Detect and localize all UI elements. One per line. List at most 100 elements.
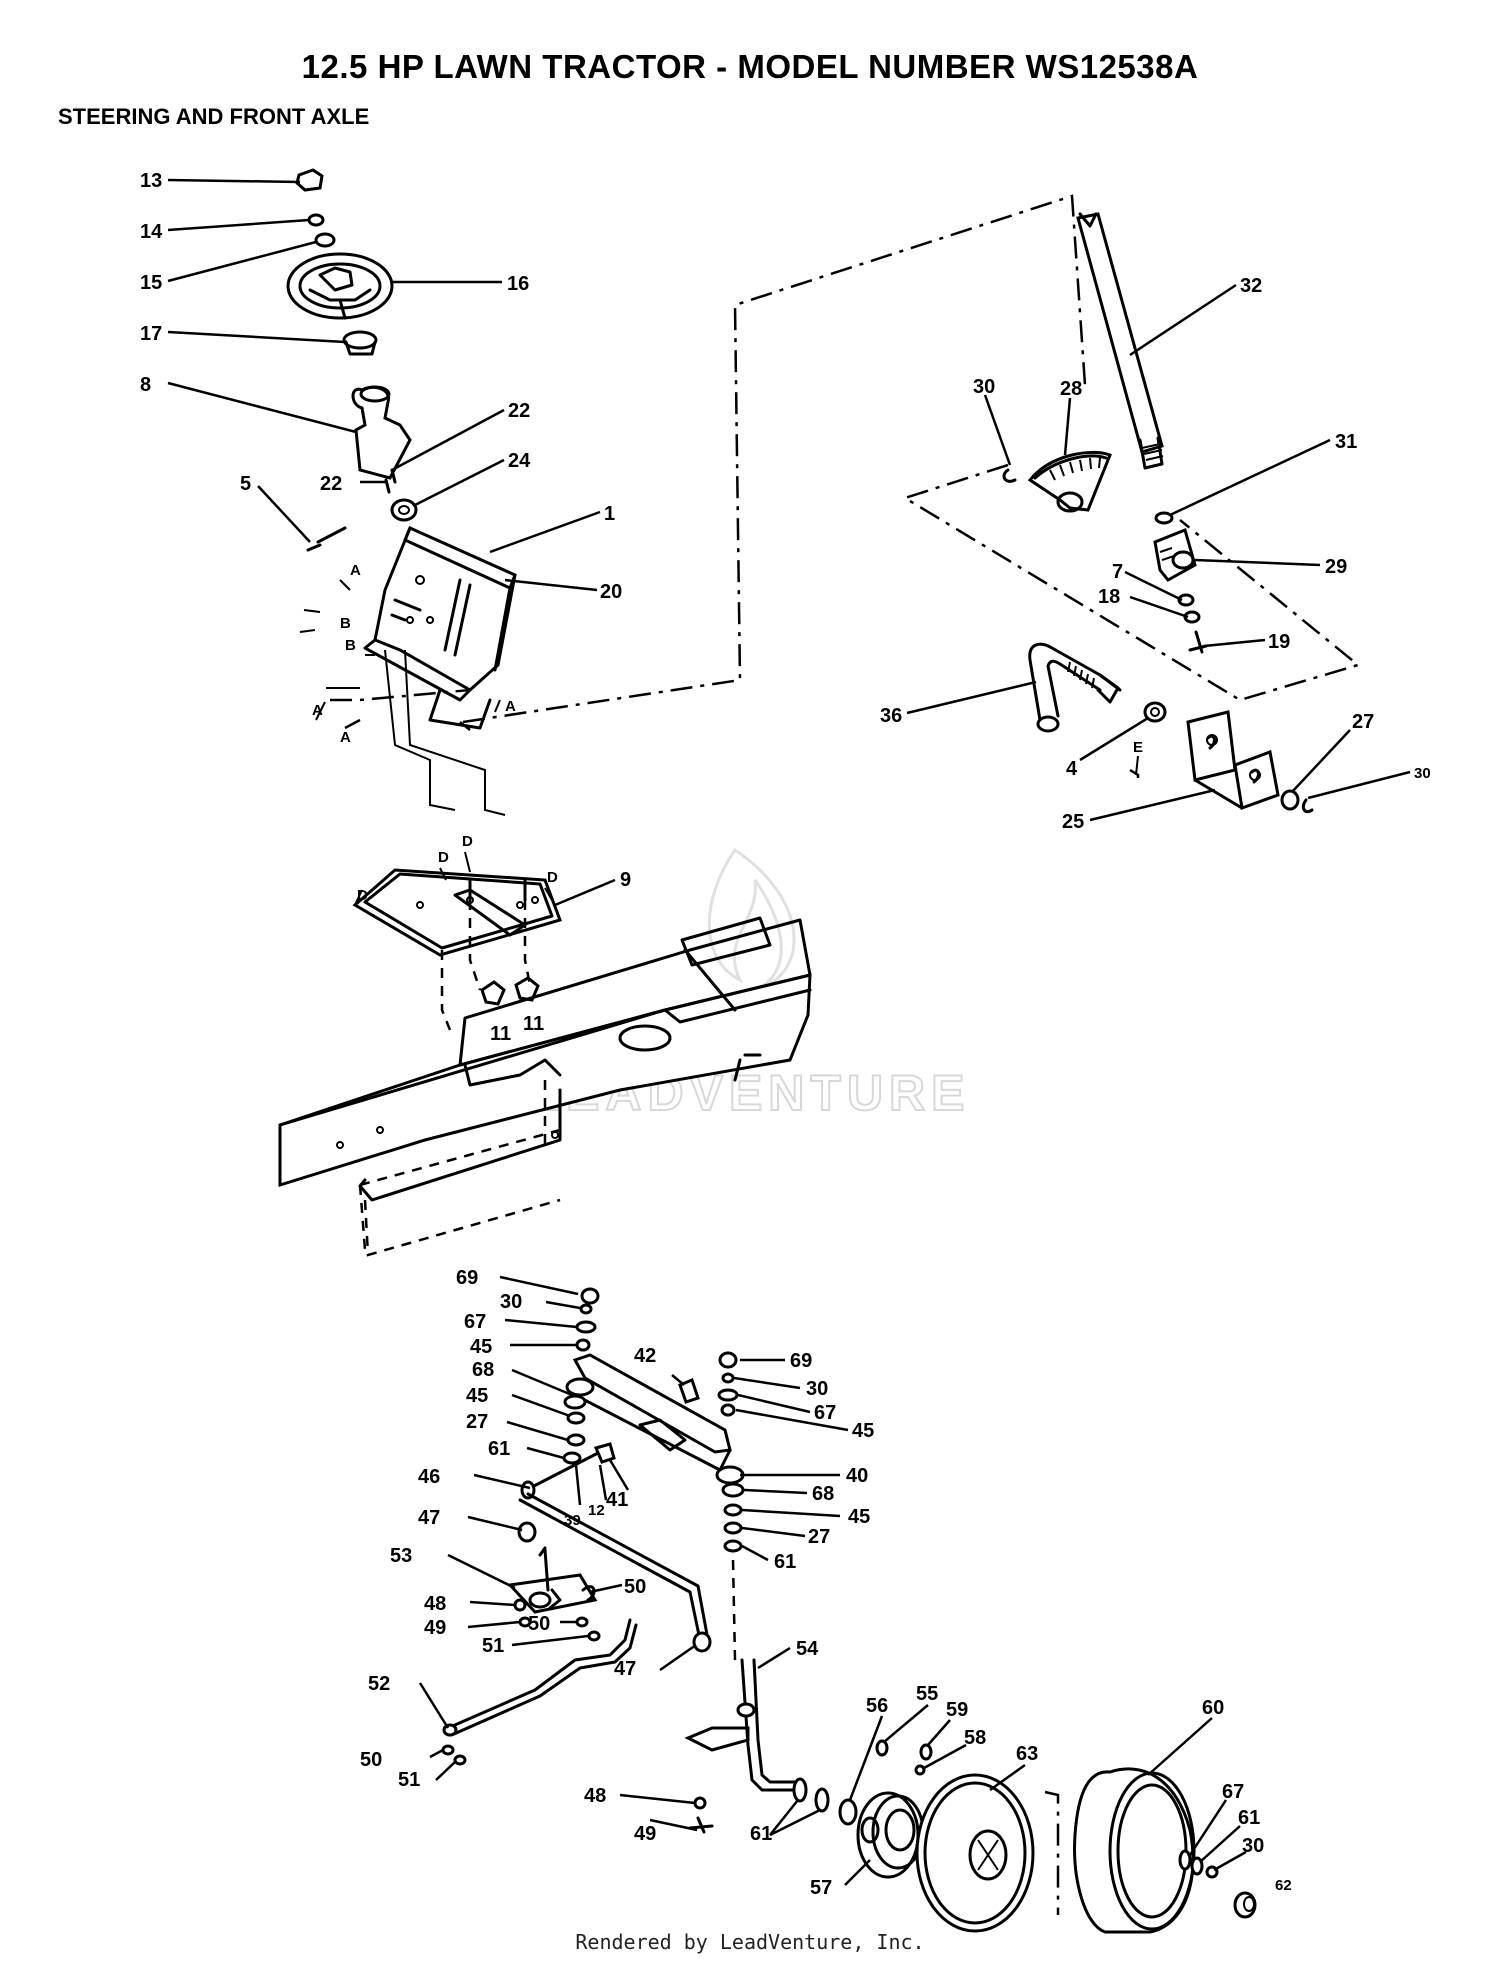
part-53-steering-arm [506, 1546, 598, 1614]
chassis-frame [278, 916, 812, 1257]
callout-27-b: 27 [466, 1411, 488, 1433]
callout-5: 5 [240, 473, 251, 495]
callout-46: 46 [418, 1466, 440, 1488]
callout-30-e: 30 [1242, 1835, 1264, 1857]
callout-67-b: 67 [814, 1402, 836, 1424]
part-63-wheel-rim [915, 1773, 1035, 1933]
part-27-washer-b [566, 1433, 586, 1447]
callout-56: 56 [866, 1695, 888, 1717]
part-62-cap [1233, 1891, 1257, 1919]
part-30-clip-lower [1301, 798, 1314, 814]
part-36-drag-link [1028, 642, 1122, 733]
part-15-washer [314, 232, 336, 248]
part-54-spindle [684, 1658, 802, 1792]
part-52-drag-rod [442, 1618, 638, 1737]
part-59-fitting [919, 1743, 933, 1761]
callout-25: 25 [1062, 811, 1084, 833]
leader-lines [167, 178, 1411, 1886]
part-47-ball-joint-b [692, 1631, 712, 1653]
part-67-washer-b [717, 1388, 739, 1402]
callout-50-b: 50 [528, 1613, 550, 1635]
callout-16: 16 [507, 273, 529, 295]
callout-28: 28 [1060, 378, 1082, 400]
part-31-washer [1154, 511, 1174, 525]
ref-letter-b-b: B [345, 637, 356, 654]
ref-letter-d: D [357, 887, 368, 904]
part-61-washer-c [792, 1777, 808, 1803]
part-55-fitting [875, 1739, 889, 1757]
callout-49-b: 49 [634, 1823, 656, 1845]
part-16-steering-wheel [286, 252, 394, 320]
ref-letter-b: B [340, 615, 351, 632]
callout-59: 59 [946, 1699, 968, 1721]
part-1-dash-panel [363, 525, 517, 730]
reference-letters: A A A A B B D D D D E [299, 562, 1143, 906]
callout-68-b: 68 [812, 1483, 834, 1505]
part-27-washer-c [723, 1521, 743, 1535]
callout-61-c: 61 [1238, 1807, 1260, 1829]
callout-24: 24 [508, 450, 531, 472]
ref-letter-d-c: D [462, 833, 473, 850]
part-5-bolt [306, 526, 347, 552]
callout-30-c: 30 [500, 1291, 522, 1313]
callout-63: 63 [1016, 1743, 1038, 1765]
ref-letter-a-b: A [312, 702, 323, 719]
callout-45-b: 45 [466, 1385, 488, 1407]
part-50-clip [581, 1585, 596, 1602]
callout-52: 52 [368, 1673, 390, 1695]
part-51-pin-b [453, 1754, 467, 1766]
part-11-clip-right [514, 976, 540, 1002]
part-67-washer [575, 1320, 597, 1334]
part-30-clip-b [721, 1372, 735, 1384]
part-48-nut-b [693, 1796, 707, 1810]
part-50-clip-b [575, 1616, 589, 1628]
callout-19: 19 [1268, 631, 1290, 653]
callout-13: 13 [140, 170, 162, 192]
part-24-bushing [390, 498, 418, 522]
part-61-washer-b [723, 1539, 743, 1553]
part-57-wheel-hub [856, 1791, 925, 1879]
callout-57: 57 [810, 1877, 832, 1899]
part-22-screw [384, 478, 391, 494]
page-title: 12.5 HP LAWN TRACTOR - MODEL NUMBER WS12… [301, 48, 1199, 85]
part-28-sector-gear [1027, 451, 1112, 513]
ref-letter-d-d: D [547, 869, 558, 886]
callout-55: 55 [916, 1683, 938, 1705]
callout-47-b: 47 [614, 1658, 636, 1680]
part-11-clip-left [480, 980, 506, 1006]
callout-45-c: 45 [852, 1420, 874, 1442]
callout-61-d: 61 [750, 1823, 772, 1845]
part-17-bushing [342, 330, 378, 356]
part-9-floor-plate [352, 868, 562, 957]
part-48-nut [513, 1598, 527, 1612]
part-25-bracket [1186, 710, 1280, 811]
callout-48-b: 48 [584, 1785, 606, 1807]
part-45-bushing [575, 1338, 591, 1352]
front-axle-assembly [441, 1287, 1257, 1934]
callout-7: 7 [1112, 561, 1123, 583]
callout-67-c: 67 [1222, 1781, 1244, 1803]
part-49-bolt [688, 1816, 714, 1834]
callout-14: 14 [140, 221, 163, 243]
part-69-nut-b [718, 1351, 738, 1369]
callout-49: 49 [424, 1617, 446, 1639]
callout-1: 1 [604, 503, 615, 525]
part-4-nut [1143, 701, 1167, 723]
callout-8: 8 [140, 374, 151, 396]
callout-22: 22 [508, 400, 530, 422]
callout-54: 54 [796, 1638, 819, 1660]
callout-22-b: 22 [320, 473, 342, 495]
ref-letter-a-c: A [340, 729, 351, 746]
part-45-bushing-c [720, 1403, 736, 1417]
callout-30-b: 30 [1414, 765, 1431, 782]
callout-17: 17 [140, 323, 162, 345]
part-30-clip [1002, 468, 1017, 483]
ref-letter-a: A [350, 562, 361, 579]
callout-69-b: 69 [790, 1350, 812, 1372]
callout-69: 69 [456, 1267, 478, 1289]
callout-30: 30 [973, 376, 995, 398]
part-50-clip-c [441, 1744, 455, 1756]
callout-31: 31 [1335, 431, 1357, 453]
part-68-washer-b [721, 1482, 745, 1498]
